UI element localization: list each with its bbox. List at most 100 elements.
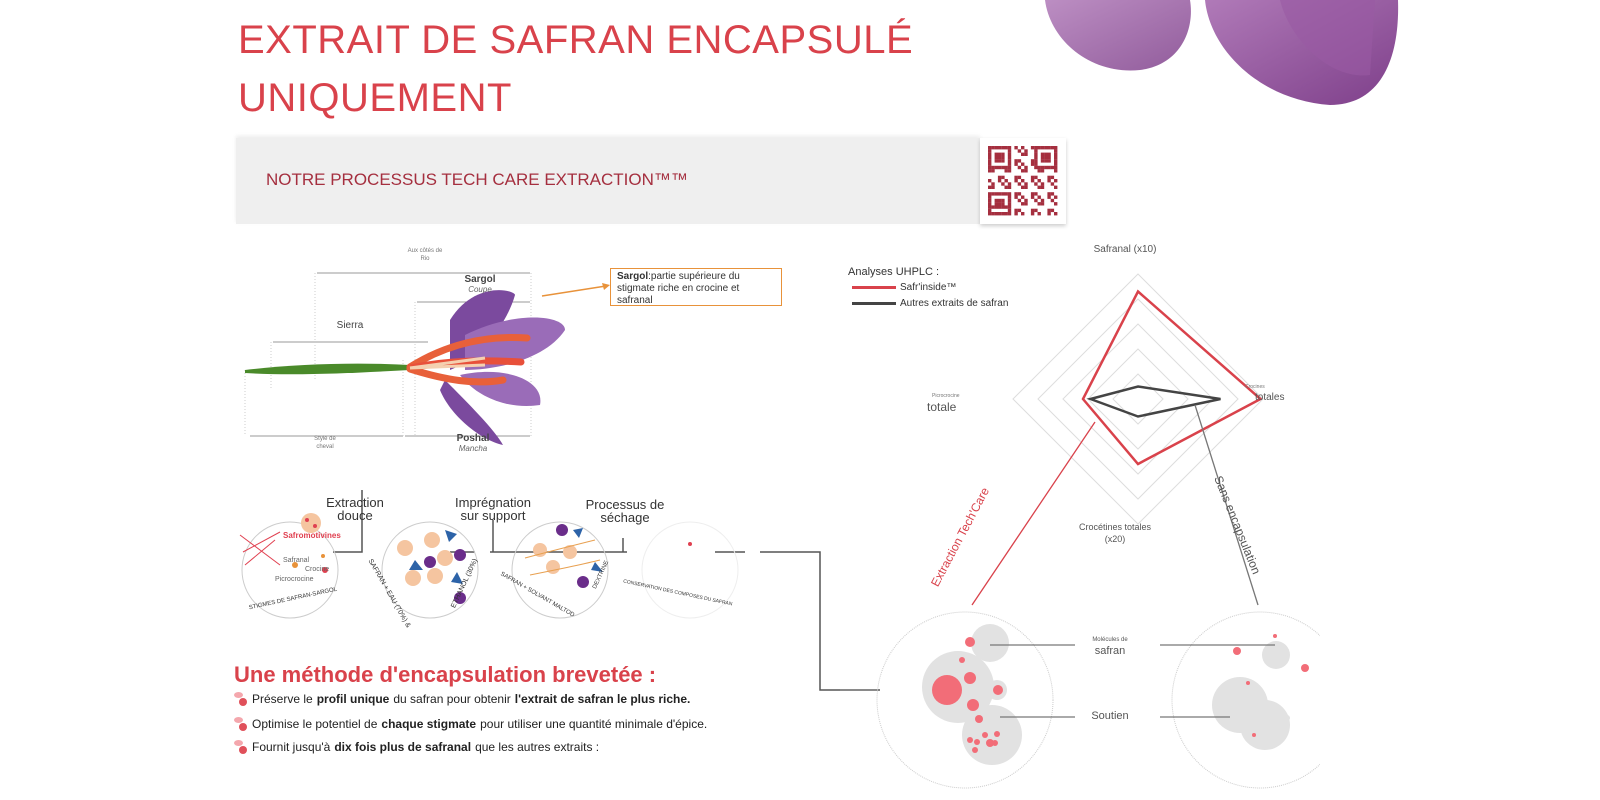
label-coupe: Coupe bbox=[468, 285, 492, 294]
qr-module bbox=[994, 165, 998, 170]
qr-module bbox=[988, 205, 992, 209]
qr-module bbox=[1017, 159, 1022, 163]
saffron-molecule bbox=[994, 731, 1000, 737]
qr-module bbox=[997, 155, 1002, 160]
qr-module bbox=[1007, 165, 1012, 170]
qr-module bbox=[1001, 212, 1005, 216]
qr-module bbox=[994, 205, 998, 209]
qr-module bbox=[1014, 159, 1018, 163]
bullet-icon bbox=[234, 740, 248, 754]
qr-module bbox=[1007, 195, 1012, 199]
qr-module bbox=[991, 182, 995, 186]
connector-techcare bbox=[971, 421, 1096, 606]
qr-code-icon[interactable] bbox=[980, 138, 1066, 224]
qr-module bbox=[994, 152, 998, 156]
qr-module bbox=[1037, 212, 1041, 216]
qr-module bbox=[1030, 162, 1035, 166]
qr-module bbox=[1030, 159, 1035, 163]
qr-module bbox=[1034, 152, 1038, 156]
step-1-line-2: douce bbox=[337, 508, 373, 523]
saffron-molecule bbox=[1233, 647, 1241, 655]
qr-module bbox=[997, 159, 1002, 163]
qr-module bbox=[1007, 205, 1012, 209]
qr-module bbox=[1007, 182, 1012, 186]
qr-module bbox=[1040, 202, 1045, 206]
legend-label: Safr'inside™ bbox=[900, 282, 957, 293]
qr-module bbox=[1034, 182, 1038, 186]
qr-module bbox=[1037, 165, 1041, 170]
qr-module bbox=[1034, 155, 1038, 160]
qr-module bbox=[1047, 179, 1051, 183]
qr-module bbox=[1007, 146, 1012, 150]
qr-module bbox=[1007, 208, 1012, 213]
qr-module bbox=[1050, 198, 1055, 203]
saffron-molecule bbox=[1301, 664, 1309, 672]
qr-module bbox=[1037, 195, 1041, 199]
label-cheval: cheval bbox=[316, 444, 334, 450]
page-title-line-2: UNIQUEMENT bbox=[238, 76, 512, 120]
bullet-1-text-c: du safran pour obtenir bbox=[393, 692, 511, 706]
axis-label-picrocrocine: totale bbox=[927, 400, 957, 414]
label-safranal: Safranal bbox=[283, 557, 310, 564]
qr-module bbox=[988, 149, 992, 153]
qr-module bbox=[1047, 192, 1051, 196]
qr-module bbox=[1037, 202, 1041, 206]
saffron-molecule bbox=[982, 732, 988, 738]
qr-module bbox=[1004, 205, 1008, 209]
saffron-molecule bbox=[993, 685, 1003, 695]
saffron-molecule bbox=[967, 699, 979, 711]
qr-module bbox=[1021, 185, 1025, 189]
qr-module bbox=[1021, 169, 1025, 173]
qr-module bbox=[1001, 198, 1005, 203]
radar-grid-ring bbox=[1012, 273, 1264, 525]
saffron-molecule bbox=[986, 739, 994, 747]
bullet-item: Fournit jusqu'à dix fois plus de safrana… bbox=[234, 740, 599, 754]
bullet-icon bbox=[234, 692, 248, 706]
qr-module bbox=[1034, 192, 1038, 196]
qr-module bbox=[1050, 182, 1055, 186]
qr-module bbox=[988, 185, 992, 189]
qr-module bbox=[1034, 146, 1038, 150]
legend-label: Autres extraits de safran bbox=[900, 298, 1009, 309]
qr-module bbox=[991, 205, 995, 209]
qr-module bbox=[1007, 169, 1012, 173]
radar-grid-ring bbox=[1037, 298, 1239, 500]
qr-module bbox=[1024, 152, 1028, 156]
qr-module bbox=[1044, 159, 1048, 163]
bullet-3-text-a: Fournit jusqu'à bbox=[252, 740, 331, 754]
qr-module bbox=[1047, 146, 1051, 150]
saffron-molecule bbox=[1273, 634, 1277, 638]
label-safran: safran bbox=[1094, 645, 1126, 657]
qr-module bbox=[1054, 159, 1058, 163]
qr-module bbox=[1007, 202, 1012, 206]
qr-module bbox=[1007, 212, 1012, 216]
qr-module bbox=[997, 202, 1002, 206]
qr-module bbox=[1054, 169, 1058, 173]
bullet-3-text-b: dix fois plus de safranal bbox=[334, 740, 472, 754]
qr-module bbox=[1030, 179, 1035, 183]
qr-module bbox=[994, 146, 998, 150]
qr-module bbox=[988, 159, 992, 163]
qr-module bbox=[1047, 175, 1051, 180]
label-style-de: Style de bbox=[314, 436, 336, 442]
callout-bold: Sargol bbox=[617, 271, 649, 282]
qr-module bbox=[1017, 198, 1022, 203]
legend-title: Analyses UHPLC : bbox=[848, 266, 940, 278]
qr-module bbox=[1054, 202, 1058, 206]
qr-module bbox=[1054, 162, 1058, 166]
saffron-molecule bbox=[932, 675, 962, 705]
qr-module bbox=[1047, 155, 1051, 160]
legend-item-autres: Autres extraits de safran bbox=[852, 298, 1008, 309]
qr-module bbox=[997, 165, 1002, 170]
radar-grid-ring bbox=[1062, 323, 1214, 475]
qr-module bbox=[988, 198, 992, 203]
qr-module bbox=[1054, 179, 1058, 183]
qr-module bbox=[1044, 155, 1048, 160]
qr-module bbox=[1037, 169, 1041, 173]
callout-text: :partie supérieure du stigmate riche en … bbox=[617, 271, 740, 306]
qr-module bbox=[1004, 192, 1008, 196]
qr-module bbox=[1047, 165, 1051, 170]
qr-module bbox=[1001, 155, 1005, 160]
qr-module bbox=[994, 212, 998, 216]
qr-module bbox=[1040, 152, 1045, 156]
